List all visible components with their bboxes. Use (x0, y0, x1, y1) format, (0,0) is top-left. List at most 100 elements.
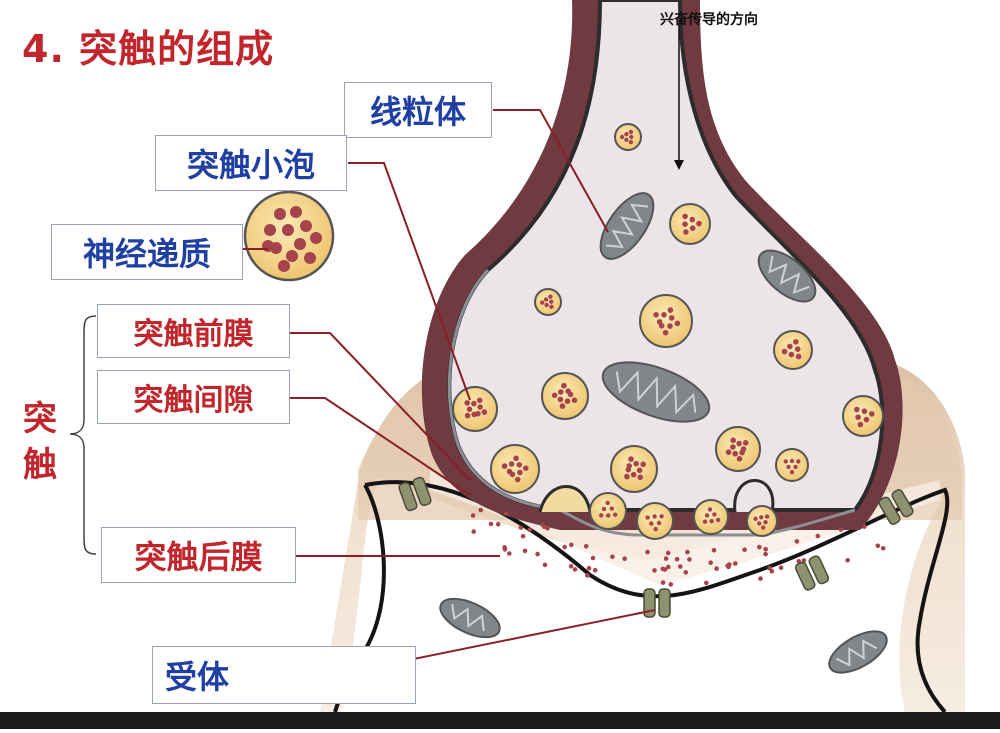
cleft-molecule (733, 561, 738, 566)
cleft-molecule (862, 524, 867, 529)
cleft-molecule (678, 564, 683, 569)
cleft-molecule (663, 556, 669, 561)
cleft-molecule (586, 565, 592, 571)
synaptic-vesicle (614, 123, 642, 151)
synaptic-vesicle (534, 288, 562, 316)
cleft-molecule (815, 533, 821, 539)
mitochondrion-4 (439, 597, 501, 639)
cleft-molecule (585, 573, 590, 578)
synaptic-vesicle (639, 294, 693, 348)
exocytosis-pocket-right (733, 479, 775, 513)
label-vesicle: 突触小泡 (155, 135, 347, 191)
cleft-molecule (778, 565, 784, 570)
synaptic-vesicle (775, 448, 809, 482)
cleft-molecule (470, 513, 476, 518)
cleft-molecule (763, 551, 768, 557)
mitochondrion-2 (757, 249, 817, 303)
cleft-molecule (794, 539, 800, 544)
cleft-molecule (610, 554, 615, 560)
neurotransmitter-legend-dots (262, 206, 322, 272)
cleft-molecule (668, 582, 674, 587)
cleft-molecule (522, 548, 528, 554)
synaptic-vesicles (452, 123, 884, 540)
cleft-molecule (540, 522, 545, 528)
cleft-molecule (767, 565, 772, 571)
label-receptor: 受体 (152, 646, 416, 704)
cleft-molecule (726, 564, 731, 570)
neurotransmitter-dot (304, 252, 316, 264)
cleft-molecule (685, 549, 690, 555)
neurotransmitter-dot (294, 238, 306, 250)
mitochondrion-5 (828, 630, 888, 674)
receptor-protein (794, 555, 830, 591)
receptors (398, 476, 914, 618)
cleft-molecule (645, 549, 650, 555)
cleft-molecule (674, 556, 680, 562)
cleft-molecule (562, 544, 567, 550)
cleft-molecule (708, 560, 713, 565)
synaptic-vesicle (589, 492, 627, 530)
neurotransmitter-dot (300, 220, 312, 232)
cleft-molecule (801, 558, 807, 563)
synaptic-vesicle (541, 372, 589, 420)
synaptic-vesicle (715, 426, 761, 472)
receptor-protein (643, 588, 671, 618)
synaptic-vesicle (636, 502, 674, 540)
cleft-molecule (758, 576, 763, 581)
label-synaptic-cleft: 突触间隙 (97, 370, 290, 424)
cleft-molecule (488, 521, 494, 527)
cleft-molecule (665, 550, 671, 556)
cleft-molecule (763, 546, 768, 552)
leader-presynaptic (290, 332, 471, 481)
cleft-molecule (569, 542, 574, 548)
cleft-molecule (687, 557, 692, 562)
label-mitochondria: 线粒体 (344, 82, 492, 138)
cleft-molecule (503, 511, 509, 516)
neurotransmitter-dot (274, 208, 286, 220)
neurotransmitter-dot (278, 260, 290, 272)
cleft-molecule (769, 568, 775, 574)
mitochondrion-1 (599, 192, 655, 260)
cleft-molecule (711, 547, 717, 553)
cleft-molecule (495, 521, 501, 527)
cleft-molecule (714, 566, 719, 571)
leader-vesicle (348, 162, 471, 401)
neurotransmitter-dot (286, 250, 298, 262)
synapse-group-label: 突触 (23, 399, 57, 485)
receptor-protein (398, 476, 432, 512)
label-presynaptic-membrane: 突触前膜 (97, 304, 290, 358)
cleft-molecule (542, 562, 548, 568)
label-postsynaptic-membrane: 突触后膜 (101, 527, 296, 583)
cleft-molecule (666, 564, 671, 570)
direction-label: 兴奋传导的方向 (660, 12, 758, 28)
synaptic-vesicle (693, 499, 729, 535)
bottom-bar (0, 712, 1000, 729)
page-title: 4. 突触的组成 (22, 27, 275, 71)
cleft-molecule (704, 580, 709, 586)
synaptic-vesicle (610, 445, 658, 493)
synaptic-vesicle (490, 444, 540, 494)
cleft-molecule (757, 544, 762, 550)
cleft-molecule (838, 527, 844, 532)
cleft-molecule (742, 547, 747, 552)
leader-cleft (290, 397, 471, 496)
synaptic-vesicle (842, 395, 884, 437)
cleft-molecule (583, 544, 589, 549)
cleft-molecule (535, 551, 540, 557)
neurotransmitter-dot (262, 240, 274, 252)
neurotransmitter-dot (290, 206, 302, 218)
cleft-molecule (652, 568, 657, 573)
cleft-molecule (502, 547, 508, 552)
receptor-protein (878, 489, 914, 525)
leader-mitochondria (493, 109, 609, 233)
group-bracket (69, 315, 97, 555)
cleft-molecule (880, 546, 886, 551)
cleft-molecule (660, 566, 666, 572)
cleft-molecule (518, 525, 524, 530)
cleft-molecule (683, 570, 689, 575)
cleft-molecule (478, 507, 484, 513)
neurotransmitter-dot (264, 224, 276, 236)
neurotransmitter-dot (282, 224, 294, 236)
